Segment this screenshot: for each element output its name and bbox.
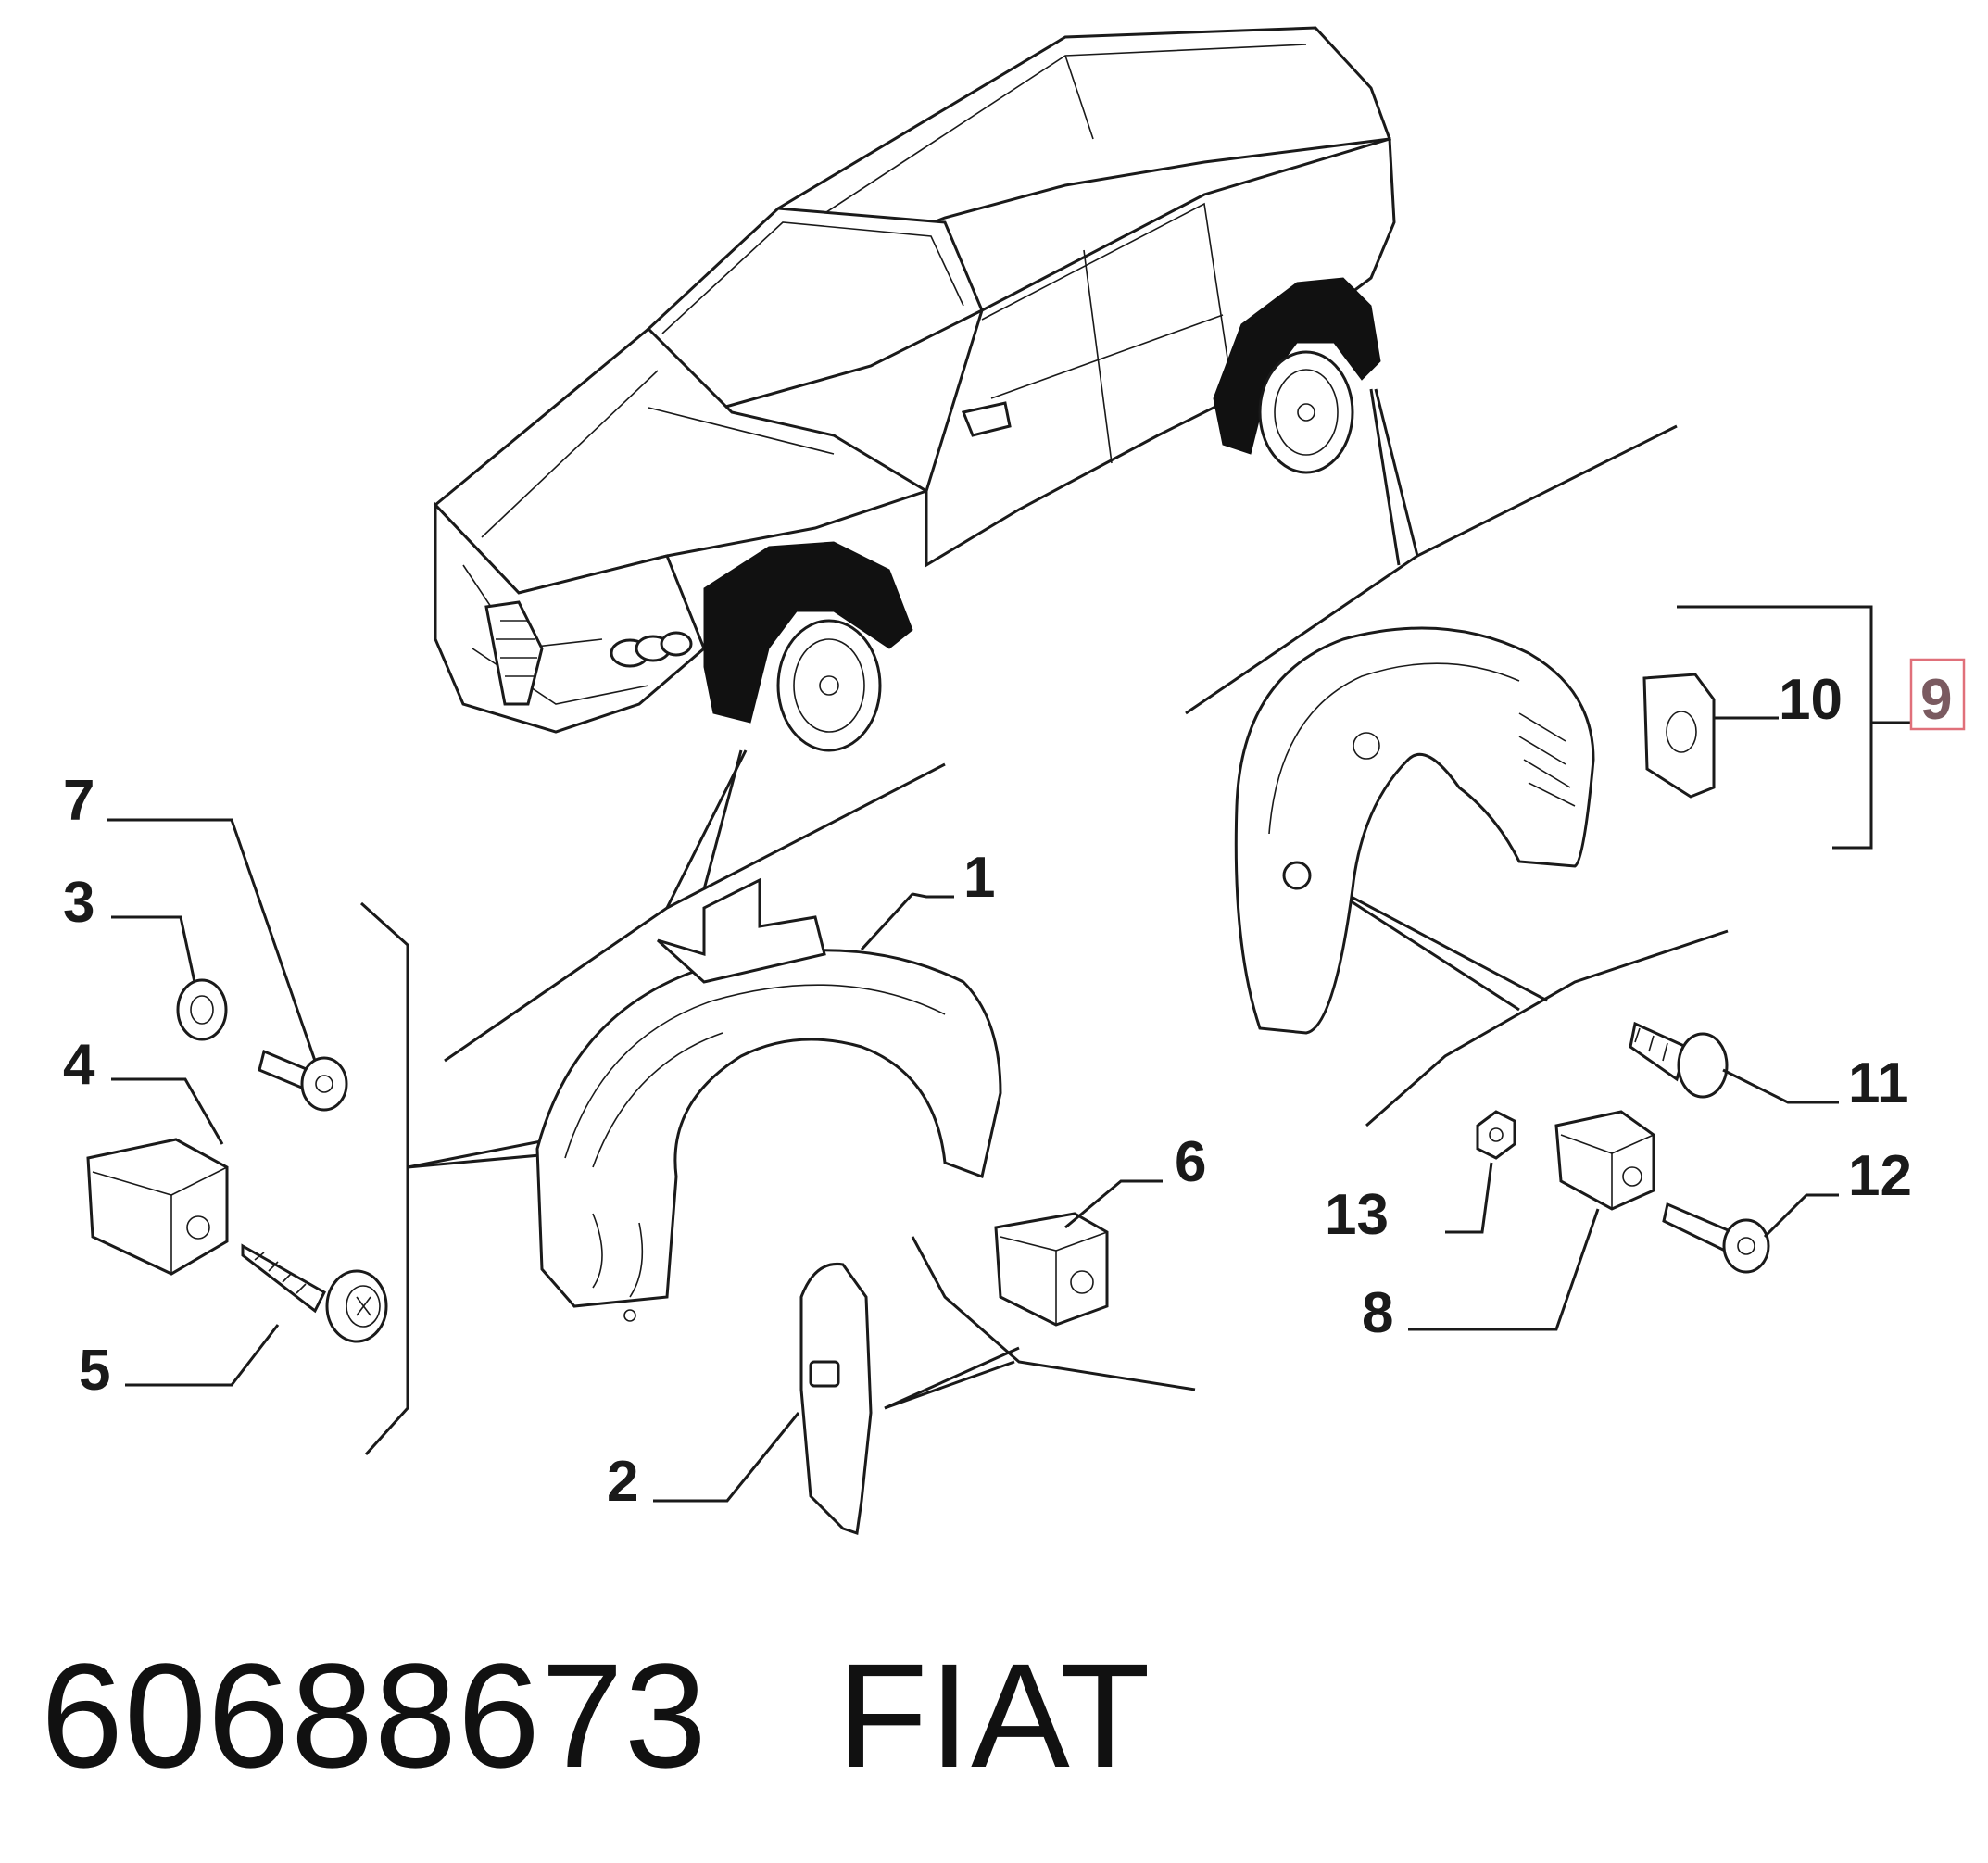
callout-5: 5 (79, 1339, 110, 1403)
rear-wheel-arch-liner[interactable] (1234, 626, 1595, 1035)
part-number: 60688673 (41, 1632, 708, 1798)
callout-4: 4 (63, 1033, 95, 1097)
callout-13: 13 (1325, 1183, 1389, 1247)
nut-13[interactable] (1476, 1110, 1516, 1160)
leader-lines (359, 388, 1911, 1456)
clip-nut-6[interactable] (994, 1212, 1109, 1327)
callout-11: 11 (1848, 1051, 1909, 1115)
callouts: 1 2 3 4 5 6 7 8 9 10 11 12 13 (63, 658, 1966, 1514)
screw-12[interactable] (1662, 1202, 1770, 1274)
front-wheel-arch-liner[interactable] (535, 877, 1002, 1322)
rivet-11[interactable] (1629, 1021, 1729, 1099)
screw-5[interactable] (241, 1243, 388, 1343)
bolt-7[interactable] (258, 1049, 348, 1112)
clip-10[interactable] (1642, 673, 1716, 799)
footer: 60688673 FIAT (41, 1630, 1151, 1801)
callout-7: 7 (63, 769, 94, 833)
car-illustration (433, 26, 1396, 752)
callout-2: 2 (607, 1450, 638, 1514)
callout-12: 12 (1848, 1144, 1912, 1208)
clip-nut-4[interactable] (86, 1138, 229, 1276)
clip-nut-8[interactable] (1554, 1110, 1655, 1211)
callout-1: 1 (963, 846, 995, 910)
callout-6: 6 (1175, 1130, 1206, 1194)
washer-3[interactable] (176, 978, 228, 1041)
callout-9: 9 (1920, 668, 1952, 732)
splash-plate[interactable] (799, 1262, 873, 1535)
callout-leaders (107, 716, 1839, 1503)
callout-8: 8 (1362, 1281, 1393, 1345)
highlight-box (1909, 658, 1966, 731)
callout-10: 10 (1779, 668, 1843, 732)
callout-3: 3 (63, 871, 94, 935)
brand-name: FIAT (837, 1632, 1151, 1798)
